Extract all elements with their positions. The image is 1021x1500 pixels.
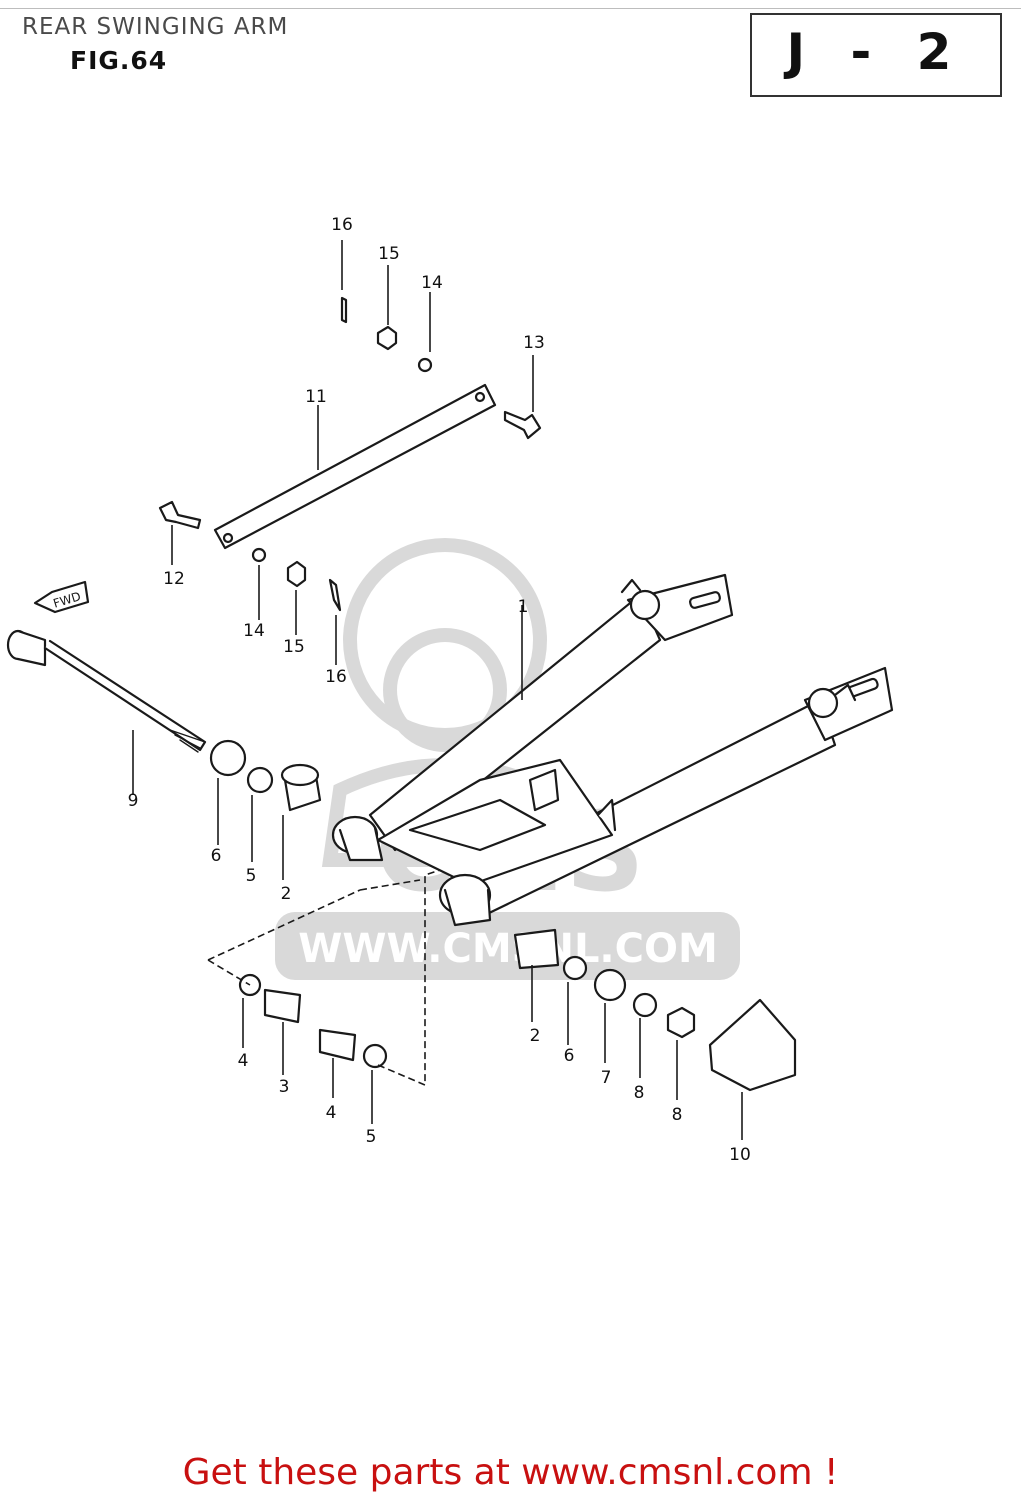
callout-4-right: 5 [366, 1127, 377, 1147]
part-spacer-b [318, 1028, 357, 1062]
callout-13: 13 [523, 333, 545, 353]
callout-15-top: 15 [378, 244, 400, 264]
figure-number: FIG.64 [70, 46, 168, 75]
part-bolt-13 [503, 410, 542, 440]
callouts: 16 15 14 13 11 12 14 15 16 1 9 6 5 2 2 6… [128, 215, 751, 1165]
watermark-url: WWW.CMSNL.COM [298, 926, 718, 972]
callout-11: 11 [305, 387, 327, 407]
callout-8: 8 [672, 1105, 683, 1125]
fwd-arrow-icon [33, 580, 90, 614]
bush-left-end [280, 763, 320, 787]
part-bush-right [513, 928, 560, 970]
watermark-head [343, 538, 547, 742]
part-swinging-arm [331, 573, 894, 927]
callout-9: 9 [128, 791, 139, 811]
part-nut-15-bottom [286, 560, 307, 588]
callout-4-left: 4 [238, 1051, 249, 1071]
callout-16-top: 16 [331, 215, 353, 235]
page-code: J - 2 [786, 23, 966, 81]
part-pivot-shaft [6, 629, 207, 753]
callout-1: 1 [518, 597, 529, 617]
callout-6-right: 7 [601, 1068, 612, 1088]
part-seal-ring-b [362, 1043, 388, 1069]
part-bolt-12 [158, 500, 202, 530]
callout-5-right: 6 [564, 1046, 575, 1066]
callout-3-left: 3 [279, 1077, 290, 1097]
part-cotter-pin-16-top [340, 296, 348, 324]
watermark-url-bar [275, 912, 740, 980]
part-nut-8 [666, 1006, 696, 1039]
part-nut-15-top [376, 325, 398, 351]
callout-14-top: 14 [421, 273, 443, 293]
part-washer-7 [632, 992, 658, 1018]
callout-3-right: 4 [326, 1103, 337, 1123]
callout-10: 10 [729, 1145, 751, 1165]
watermark-face [383, 628, 507, 752]
part-washer-left [246, 766, 274, 794]
part-lockwasher-14-top [417, 357, 433, 373]
part-spacer-a [263, 988, 302, 1024]
part-lockwasher-14-bottom [251, 547, 267, 563]
footer-link-text[interactable]: Get these parts at www.cmsnl.com ! [182, 1452, 839, 1493]
callout-12: 12 [163, 569, 185, 589]
callout-5-left: 5 [246, 866, 257, 886]
top-rule [0, 8, 1021, 9]
part-dust-seal-right [593, 968, 627, 1002]
diagram-title: REAR SWINGING ARM [22, 14, 289, 40]
callout-7: 8 [634, 1083, 645, 1103]
part-cotter-pin-16-bottom [328, 578, 342, 612]
leader-lines [132, 240, 743, 1140]
callout-16-bottom: 16 [325, 667, 347, 687]
callout-2-left: 2 [281, 884, 292, 904]
part-chain-buffer [708, 998, 797, 1092]
part-washer-right [562, 955, 588, 981]
page-code-box: J - 2 [750, 13, 1002, 97]
part-dust-seal-left [209, 739, 247, 777]
torque-link-hole-rear [222, 532, 234, 544]
callout-2-right: 2 [530, 1026, 541, 1046]
part-torque-link [213, 383, 497, 550]
torque-link-hole-front [474, 391, 486, 403]
callout-15-bottom: 15 [283, 637, 305, 657]
callout-14-bottom: 14 [243, 621, 265, 641]
callout-6-left: 6 [211, 846, 222, 866]
